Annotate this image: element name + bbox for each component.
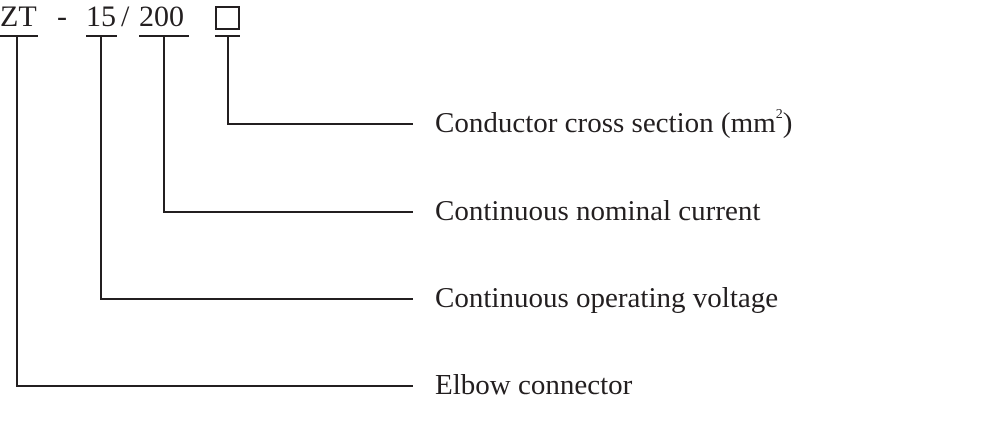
- code-dash: -: [57, 0, 67, 33]
- leader-voltage-horizontal: [100, 298, 413, 300]
- voltage-underline: [86, 35, 117, 37]
- label-cross-section-text: Conductor cross section (mm: [435, 107, 776, 139]
- current-underline: [139, 35, 189, 37]
- code-voltage: 15: [86, 0, 116, 33]
- label-nominal-current: Continuous nominal current: [435, 195, 761, 227]
- leader-elbow-vertical: [16, 36, 18, 386]
- leader-cross-section-horizontal: [227, 123, 413, 125]
- code-slash: /: [121, 0, 130, 33]
- label-operating-voltage: Continuous operating voltage: [435, 282, 779, 314]
- label-cross-section-superscript: 2: [775, 107, 783, 122]
- label-cross-section: Conductor cross section (mm2): [435, 106, 792, 140]
- box-underline: [215, 35, 240, 37]
- label-cross-section-close: ): [782, 107, 793, 139]
- leader-cross-section-vertical: [227, 36, 229, 124]
- leader-current-vertical: [163, 36, 165, 212]
- code-prefix: ZT: [0, 0, 37, 33]
- leader-voltage-vertical: [100, 36, 102, 299]
- leader-elbow-horizontal: [16, 385, 413, 387]
- prefix-underline: [0, 35, 38, 37]
- cross-section-placeholder-box: [215, 6, 240, 30]
- code-current: 200: [139, 0, 184, 33]
- leader-current-horizontal: [163, 211, 413, 213]
- label-elbow-connector: Elbow connector: [435, 369, 633, 401]
